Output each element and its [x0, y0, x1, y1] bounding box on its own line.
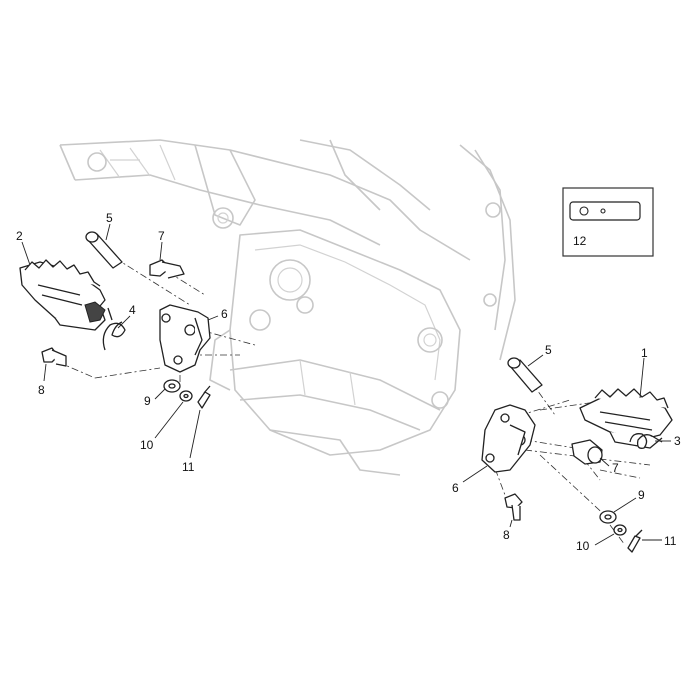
callout-5-right: 5 [545, 343, 552, 357]
callout-7-right: 7 [612, 461, 619, 475]
callout-8-left: 8 [38, 383, 45, 397]
callout-11-left: 11 [182, 460, 195, 474]
callout-9-left: 9 [144, 394, 151, 408]
callout-11-right: 11 [664, 534, 677, 548]
pin-left [85, 231, 123, 269]
bolt-top-left [149, 259, 185, 279]
callout-6-right: 6 [452, 481, 459, 495]
cotter-pin-right [627, 529, 643, 553]
callout-5-left: 5 [106, 211, 113, 225]
bolt-lower-right [504, 493, 523, 521]
callout-9-right: 9 [638, 488, 645, 502]
callout-7-left: 7 [158, 229, 165, 243]
washers-left [163, 379, 193, 402]
washers-right [599, 510, 627, 536]
callout-4: 4 [129, 303, 136, 317]
leader-lines [21, 223, 671, 546]
cotter-pin-left [197, 385, 211, 409]
spring-left [102, 307, 126, 351]
callout-10-left: 10 [140, 438, 154, 452]
callout-6-left: 6 [221, 307, 228, 321]
bolt-right-7 [571, 439, 603, 465]
pin-right [507, 357, 543, 393]
bracket-right [481, 404, 536, 473]
callout-labels: 1 2 3 4 5 5 6 6 7 7 8 8 9 9 10 10 11 11 … [16, 211, 681, 553]
callout-3: 3 [674, 434, 681, 448]
bolt-lower-left [41, 347, 67, 367]
callout-8-right: 8 [503, 528, 510, 542]
bracket-left [159, 304, 211, 373]
callout-10-right: 10 [576, 539, 590, 553]
callout-1: 1 [641, 346, 648, 360]
item-12-inset [562, 187, 654, 257]
callout-12: 12 [573, 234, 587, 248]
footpeg-left [19, 259, 106, 331]
callout-2: 2 [16, 229, 23, 243]
motorcycle-frame [59, 139, 516, 476]
